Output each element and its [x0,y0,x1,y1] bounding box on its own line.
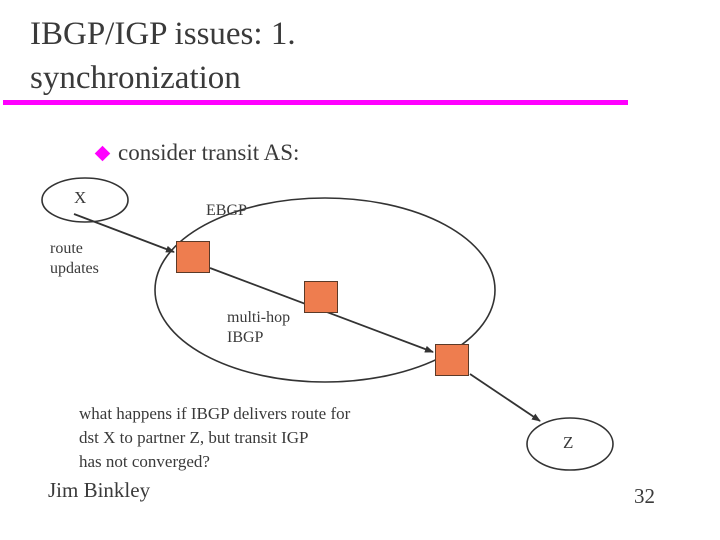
diamond-bullet-icon [94,145,111,161]
ebgp-label: EBGP [206,202,247,219]
bullet-item-label: consider transit AS: [118,140,300,165]
bullet-item-consider-transit-as: consider transit AS: [94,140,300,166]
host-x-label: X [74,188,87,207]
footer-page-number: 32 [634,484,655,508]
peer-z-label: Z [563,433,574,452]
route-updates-label: route updates [50,240,99,277]
border-router-3-node [435,344,469,376]
border-router-1-node [176,241,210,273]
multihop-ibgp-label: multi-hop IBGP [227,309,291,346]
title-divider-rule [3,100,628,105]
page-title: IBGP/IGP issues: 1. synchronization [30,16,296,96]
footer-author: Jim Binkley [48,478,151,502]
arrow-to-peer-z [469,373,541,422]
core-router-2-node [304,281,338,313]
question-text: what happens if IBGP delivers route for … [79,404,351,471]
